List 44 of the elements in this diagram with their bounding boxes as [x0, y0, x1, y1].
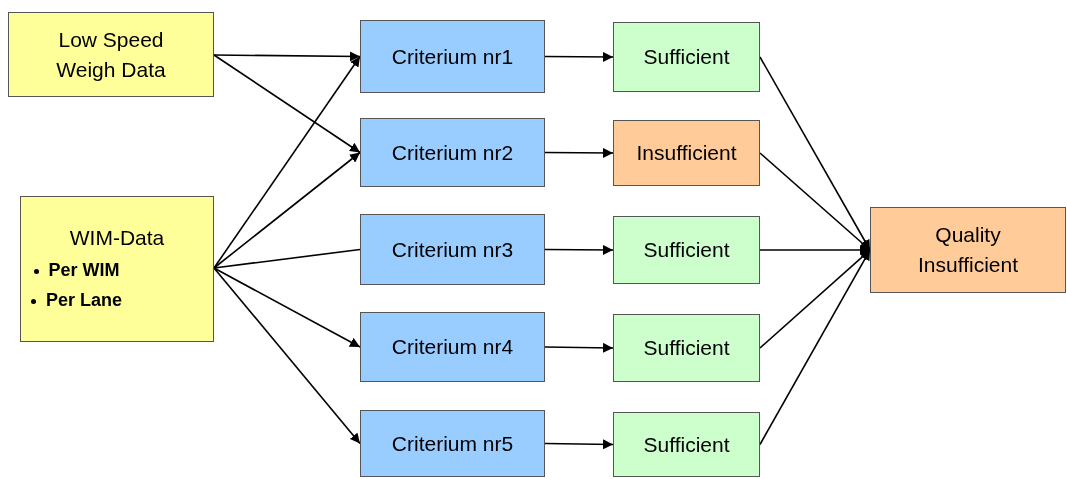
criterion-box: [360, 20, 545, 93]
arrow: [759, 249, 871, 446]
criterion-box: [360, 312, 545, 382]
bullet-item: Per Lane: [31, 285, 123, 315]
arrow: [544, 342, 614, 353]
arrow: [544, 147, 614, 158]
result-box: [613, 22, 760, 92]
arrow: [213, 267, 361, 348]
arrow: [213, 267, 361, 445]
criterion-box: [360, 118, 545, 187]
arrow: [544, 244, 614, 255]
node-label: Sufficient: [642, 335, 731, 361]
result-box: [613, 314, 760, 382]
node-label: Criterium nr4: [390, 334, 515, 360]
arrow: [759, 245, 871, 255]
arrow: [213, 55, 361, 269]
source-box: [20, 196, 214, 342]
node-label: Low Speed Weigh Data: [55, 26, 167, 83]
arrow: [544, 439, 614, 450]
arrow: [213, 151, 361, 269]
node-label: Sufficient: [642, 237, 731, 263]
source-box: [8, 12, 214, 97]
arrow: [213, 51, 361, 62]
node-label: Sufficient: [642, 44, 731, 70]
criterion-box: [360, 410, 545, 477]
result-box: [613, 412, 760, 477]
node-label: Insufficient: [635, 140, 738, 166]
result-box: [613, 120, 760, 186]
arrow: [544, 51, 614, 62]
outcome-box: [870, 207, 1066, 293]
arrow: [759, 152, 871, 251]
node-label: Criterium nr1: [390, 43, 515, 70]
arrow: [759, 249, 871, 349]
bullet-item: Per WIM: [31, 255, 123, 285]
node-label: Criterium nr5: [390, 430, 515, 457]
criterion-box: [360, 214, 545, 285]
arrow: [759, 56, 871, 251]
node-label: Criterium nr3: [390, 236, 515, 263]
node-label: WIM-Data: [68, 225, 166, 251]
node-label: Sufficient: [642, 431, 731, 458]
node-label: Quality Insufficient: [917, 222, 1019, 278]
node-label: Criterium nr2: [390, 139, 515, 166]
result-box: [613, 216, 760, 284]
arrow: [213, 54, 361, 154]
